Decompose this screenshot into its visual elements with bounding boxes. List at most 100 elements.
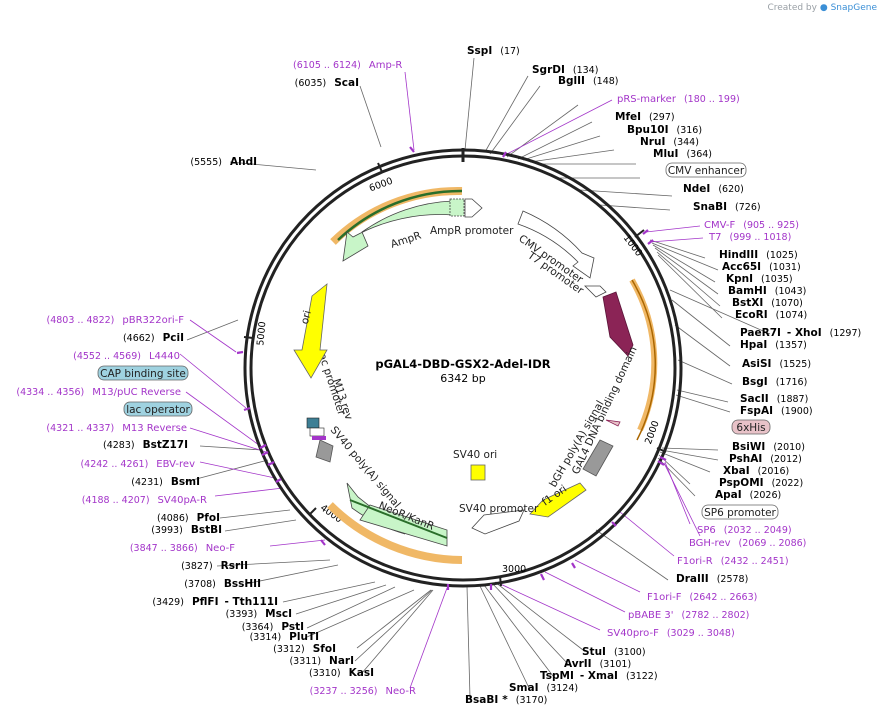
gal4-dbd-arrow[interactable]: [602, 291, 634, 357]
primer-label[interactable]: (4334 .. 4356)M13/pUC Reverse: [16, 387, 181, 398]
ampr-arrow[interactable]: [342, 200, 454, 262]
enzyme-label[interactable]: NdeI(620): [683, 183, 744, 195]
cmv-enhancer-label: CMV enhancer: [668, 165, 745, 177]
enzyme-label[interactable]: BsaBI*(3170): [465, 694, 547, 706]
sv40-polya[interactable]: [315, 439, 334, 463]
enzyme-label[interactable]: SnaBI(726): [693, 201, 761, 213]
bgh-polya[interactable]: [582, 439, 614, 477]
scale-ticks: [243, 162, 667, 587]
enzyme-label[interactable]: (3393)MscI: [226, 608, 292, 620]
primer-labels: (6105 .. 6124)Amp-R pRS-marker(180 .. 19…: [16, 60, 806, 697]
lac-operator-label: lac operator: [126, 404, 190, 416]
enzyme-label[interactable]: EcoRI(1074): [735, 309, 807, 321]
plasmid-size: 6342 bp: [440, 372, 485, 385]
primer-label[interactable]: (3237 .. 3256)Neo-R: [310, 686, 416, 697]
enzyme-label[interactable]: (3364)PstI: [242, 621, 304, 633]
enzyme-label[interactable]: AvrII(3101): [564, 658, 631, 670]
enzyme-label[interactable]: (5555)AhdI: [190, 156, 257, 168]
enzyme-label[interactable]: (3311)NarI: [289, 655, 354, 667]
sv40-promoter-label: SV40 promoter: [459, 503, 539, 515]
primer-leader-lines: [179, 71, 704, 689]
enzyme-label[interactable]: (4231)BsmI: [131, 476, 200, 488]
enzyme-label[interactable]: (3827)RsrII: [181, 560, 248, 572]
enzyme-label[interactable]: SmaI(3124): [509, 682, 578, 694]
enzyme-label[interactable]: (3993)BstBI: [151, 524, 222, 536]
enzyme-label[interactable]: BsiWI(2010): [732, 441, 805, 453]
enzyme-label[interactable]: AsiSI(1525): [742, 358, 811, 370]
enzyme-label[interactable]: DraIII(2578): [676, 573, 748, 585]
enzyme-label[interactable]: (4283)BstZ17I: [103, 439, 188, 451]
primer-label[interactable]: F1ori-F(2642 .. 2663): [647, 592, 757, 603]
enzyme-label[interactable]: HindIII(1025): [719, 249, 798, 261]
sp6-promoter-box[interactable]: [701, 504, 779, 520]
enzyme-label[interactable]: MluI(364): [653, 148, 712, 160]
primer-label[interactable]: (4242 .. 4261)EBV-rev: [80, 459, 195, 470]
primer-label[interactable]: (6105 .. 6124)Amp-R: [293, 60, 402, 71]
primer-label[interactable]: pRS-marker(180 .. 199): [617, 94, 740, 105]
primer-label[interactable]: (4321 .. 4337)M13 Reverse: [46, 423, 187, 434]
f1-ori-arrow[interactable]: [529, 482, 587, 518]
enzyme-label[interactable]: Acc65I(1031): [722, 261, 801, 273]
enzyme-label[interactable]: (6035)ScaI: [295, 77, 359, 89]
sv40-promoter-arrow[interactable]: [471, 509, 525, 535]
cmv-promoter-arrow[interactable]: [517, 210, 595, 279]
enzyme-label[interactable]: (4662)PciI: [123, 332, 184, 344]
cmv-enhancer-box[interactable]: [665, 162, 747, 178]
primer-label[interactable]: F1ori-R(2432 .. 2451): [677, 556, 789, 567]
ampr-promoter-arrow[interactable]: [464, 198, 483, 218]
enzyme-label[interactable]: MfeI(297): [615, 111, 675, 123]
enzyme-label[interactable]: TspMI- XmaI(3122): [540, 670, 658, 682]
cap-binding-site-box[interactable]: [97, 365, 189, 381]
enzyme-label[interactable]: (3429)PflFI- Tth111I: [152, 596, 278, 608]
enzyme-label[interactable]: ApaI(2026): [715, 489, 781, 501]
enzyme-label[interactable]: HpaI(1357): [740, 339, 807, 351]
neor-arrow[interactable]: [359, 504, 448, 547]
6xhis-box[interactable]: [731, 419, 771, 435]
enzyme-label[interactable]: BamHI(1043): [728, 285, 806, 297]
enzyme-label[interactable]: XbaI(2016): [723, 465, 789, 477]
cap-binding-site-label: CAP binding site: [100, 368, 186, 380]
primer-label[interactable]: SV40pro-F(3029 .. 3048): [607, 628, 735, 639]
enzyme-label[interactable]: Bpu10I(316): [627, 124, 702, 136]
primer-label[interactable]: (4803 .. 4822)pBR322ori-F: [47, 315, 185, 326]
lac-operator-box[interactable]: [123, 401, 193, 417]
primer-label[interactable]: CMV-F(905 .. 925): [704, 220, 799, 231]
enzyme-label[interactable]: (3312)SfoI: [273, 643, 336, 655]
enzyme-label[interactable]: BsgI(1716): [742, 376, 807, 388]
enzyme-label[interactable]: SacII(1887): [740, 393, 808, 405]
enzyme-label[interactable]: (3310)KasI: [309, 667, 374, 679]
t7-promoter-arrow[interactable]: [584, 285, 607, 298]
watermark-brand: SnapGene: [830, 3, 877, 13]
enzyme-label[interactable]: NruI(344): [640, 136, 699, 148]
enzyme-label[interactable]: SspI(17): [467, 45, 520, 57]
enzyme-label[interactable]: PshAI(2012): [729, 453, 802, 465]
enzyme-label[interactable]: (3314)PluTI: [250, 631, 319, 643]
6xhis-label: 6xHis: [736, 422, 765, 434]
primer-label[interactable]: T7(999 .. 1018): [708, 232, 791, 243]
enzyme-label[interactable]: BglII(148): [558, 75, 618, 87]
enzyme-label[interactable]: KpnI(1035): [726, 273, 793, 285]
enzyme-label[interactable]: SgrDI(134): [532, 64, 598, 76]
snapgene-watermark: Created by ● SnapGene: [767, 3, 877, 13]
primer-label[interactable]: (4188 .. 4207)SV40pA-R: [82, 495, 207, 506]
snapgene-logo-icon: ●: [819, 3, 828, 13]
enzyme-label[interactable]: FspAI(1900): [740, 405, 813, 417]
primer-label[interactable]: SP6(2032 .. 2049): [697, 525, 792, 536]
enzyme-label[interactable]: (3708)BssHII: [184, 578, 261, 590]
sv40-polya-label: SV40 poly(A) signal: [328, 424, 403, 510]
enzyme-label[interactable]: (4086)PfoI: [157, 512, 220, 524]
leader-lines: [184, 57, 771, 699]
sv40-ori[interactable]: [470, 464, 486, 481]
enzyme-label[interactable]: BstXI(1070): [732, 297, 803, 309]
enzyme-labels-left: (6035)ScaI (5555)AhdI (4662)PciI (4283)B…: [103, 77, 374, 679]
cap-mark: [306, 417, 320, 429]
primer-label[interactable]: pBABE 3'(2782 .. 2802): [628, 610, 749, 621]
primer-label[interactable]: BGH-rev(2069 .. 2086): [689, 538, 806, 549]
ori-arrow[interactable]: [293, 283, 328, 379]
primer-label[interactable]: (4552 .. 4569)L4440: [73, 351, 180, 362]
enzyme-label[interactable]: StuI(3100): [582, 646, 646, 658]
enzyme-label[interactable]: PspOMI(2022): [719, 477, 803, 489]
primer-label[interactable]: (3847 .. 3866)Neo-F: [130, 543, 235, 554]
enzyme-label[interactable]: PaeR7I- XhoI(1297): [740, 327, 861, 339]
gal4-orf-line: [631, 279, 656, 441]
